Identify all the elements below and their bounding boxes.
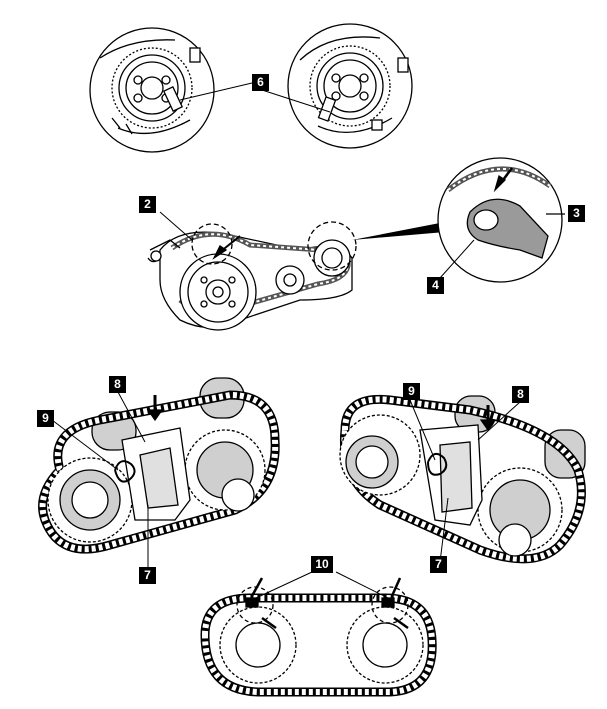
locking-tool-detail	[437, 157, 565, 283]
callout-4: 4	[427, 277, 444, 294]
callout-4-leader	[439, 239, 475, 279]
belt-assembly	[147, 221, 357, 331]
callout-7-left: 7	[139, 567, 156, 584]
callout-9-left: 9	[37, 410, 54, 427]
callout-7-right: 7	[430, 556, 447, 573]
left-chain-leaders	[51, 391, 149, 568]
callout-10: 10	[311, 556, 333, 573]
sprocket-detail-right	[287, 23, 413, 149]
callout-2: 2	[139, 196, 156, 213]
callout-10-leaders	[255, 571, 389, 599]
sprocket-detail-left	[89, 27, 215, 153]
callout-8-right: 8	[512, 386, 529, 403]
callout-8-left: 8	[109, 376, 126, 393]
chain-assembly-right	[339, 394, 586, 564]
callout-6-leaders	[179, 82, 331, 113]
right-chain-leaders	[409, 399, 521, 563]
callout-2-leader	[159, 211, 193, 241]
magnifier-connector	[352, 222, 445, 240]
callout-9-right: 9	[403, 383, 420, 400]
callout-6: 6	[252, 74, 269, 91]
chain-assembly-left	[38, 377, 280, 554]
callout-3: 3	[568, 205, 585, 222]
timing-chain-bottom	[200, 577, 437, 697]
